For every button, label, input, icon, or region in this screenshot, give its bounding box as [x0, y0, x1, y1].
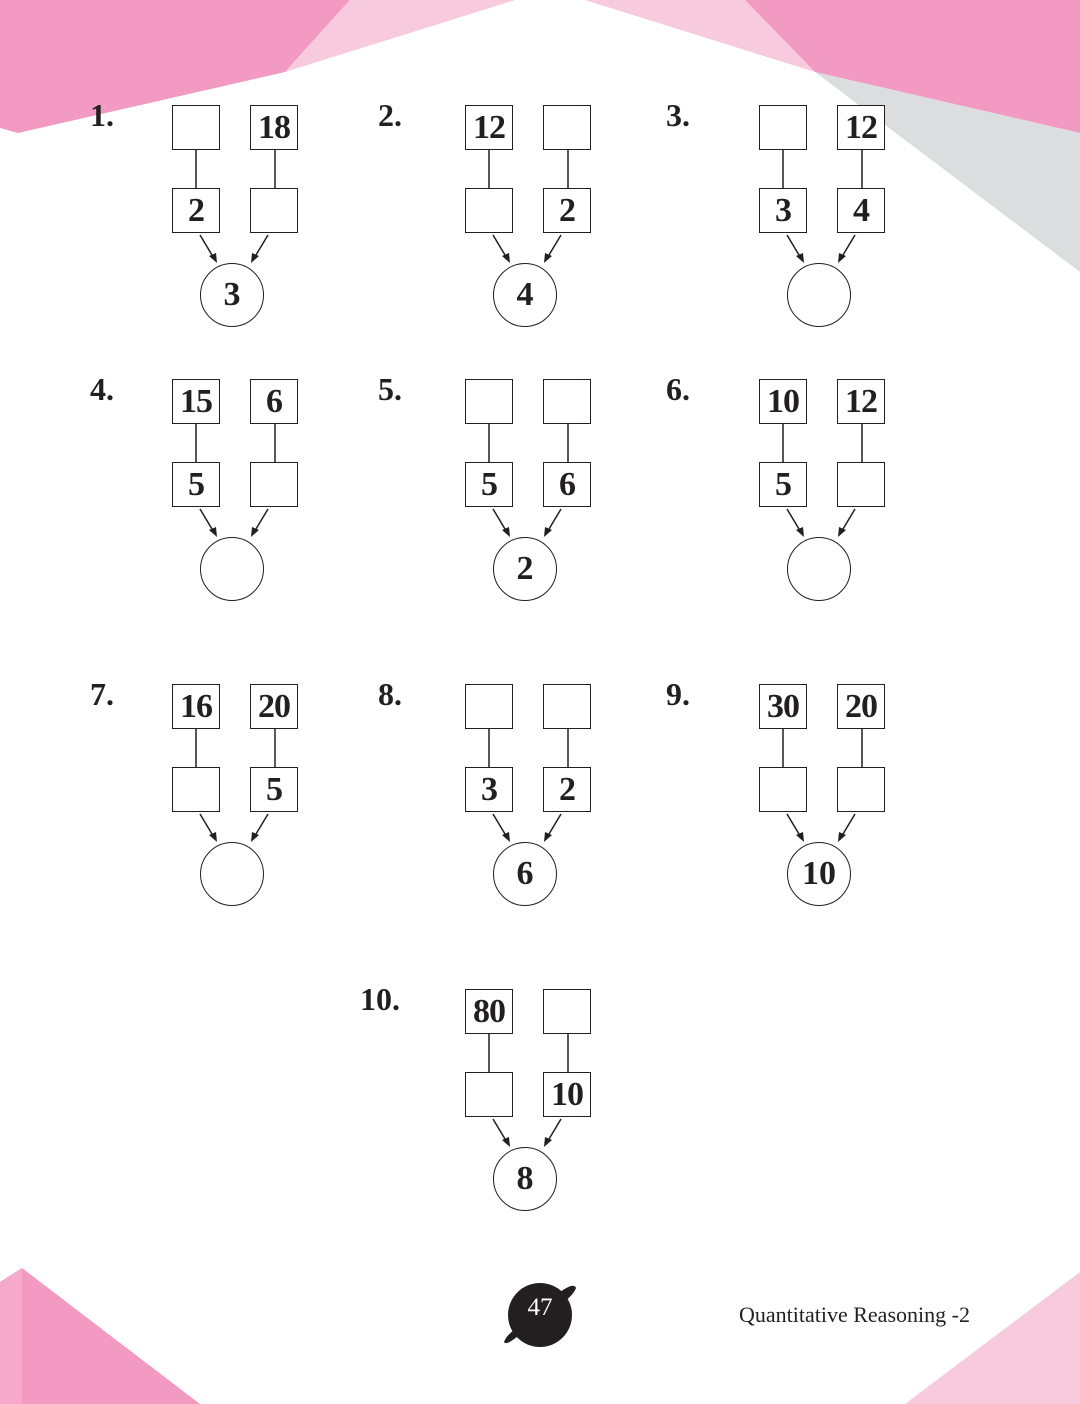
top-right-box[interactable]: 20 [250, 684, 298, 729]
problem-8: 8. 3 2 6 [378, 676, 593, 909]
problem-number: 9. [666, 676, 690, 712]
result-circle[interactable]: 4 [493, 263, 557, 327]
problem-number: 6. [666, 371, 690, 407]
page-number: 47 [527, 1294, 553, 1321]
bottom-right-box[interactable]: 4 [837, 188, 885, 233]
bottom-left-box[interactable]: 2 [172, 188, 220, 233]
top-right-box[interactable]: 12 [837, 105, 885, 150]
top-right-box[interactable] [543, 379, 591, 424]
top-left-box[interactable] [465, 684, 513, 729]
connector-lines [195, 424, 276, 537]
problem-7: 7. 16 20 5 [90, 676, 300, 909]
top-left-box[interactable]: 15 [172, 379, 220, 424]
bottom-left-box[interactable]: 5 [465, 462, 513, 507]
top-right-box[interactable]: 6 [250, 379, 298, 424]
bottom-left-box[interactable]: 5 [759, 462, 807, 507]
bottom-left-box[interactable] [759, 767, 807, 812]
connector-lines [488, 150, 569, 263]
connector-lines [782, 150, 863, 263]
bottom-right-box[interactable]: 5 [250, 767, 298, 812]
problem-5: 5. 5 6 2 [378, 371, 593, 604]
problem-10: 10. 80 10 8 [360, 981, 593, 1214]
bottom-left-box[interactable]: 3 [465, 767, 513, 812]
result-circle[interactable] [787, 537, 851, 601]
connector-lines [488, 1034, 569, 1147]
problem-number: 3. [666, 97, 690, 133]
problem-number: 2. [378, 97, 402, 133]
problem-4: 4. 15 6 5 [90, 371, 300, 604]
top-left-box[interactable]: 10 [759, 379, 807, 424]
corner-shape-bottom-right [905, 1272, 1080, 1404]
problem-9: 9. 30 20 10 [666, 676, 887, 909]
top-left-box[interactable] [759, 105, 807, 150]
problem-number: 4. [90, 371, 114, 407]
problem-6: 6. 10 12 5 [666, 371, 887, 604]
bottom-right-box[interactable] [837, 462, 885, 507]
result-circle[interactable] [200, 842, 264, 906]
bottom-left-box[interactable]: 5 [172, 462, 220, 507]
problem-number: 1. [90, 97, 114, 133]
corner-shape-bottom-left [0, 1268, 200, 1404]
connector-lines [782, 424, 863, 537]
top-right-box[interactable]: 20 [837, 684, 885, 729]
corner-shape-top-left [0, 0, 350, 133]
bottom-right-box[interactable]: 6 [543, 462, 591, 507]
top-right-box[interactable] [543, 684, 591, 729]
bottom-right-box[interactable]: 2 [543, 767, 591, 812]
top-left-box[interactable]: 30 [759, 684, 807, 729]
connector-lines [195, 150, 276, 263]
bottom-left-box[interactable]: 3 [759, 188, 807, 233]
result-circle[interactable]: 3 [200, 263, 264, 327]
problem-number: 5. [378, 371, 402, 407]
corner-shape-top-right [745, 0, 1080, 133]
top-left-box[interactable]: 12 [465, 105, 513, 150]
problem-number: 10. [360, 981, 400, 1017]
top-right-box[interactable]: 18 [250, 105, 298, 150]
result-circle[interactable] [200, 537, 264, 601]
bottom-right-box[interactable] [250, 188, 298, 233]
bottom-left-box[interactable] [172, 767, 220, 812]
connector-lines [195, 729, 276, 842]
connector-lines [488, 424, 569, 537]
top-right-box[interactable]: 12 [837, 379, 885, 424]
problem-1: 1. 18 2 3 [90, 97, 300, 330]
problem-2: 2. 12 2 4 [378, 97, 593, 330]
connector-lines [488, 729, 569, 842]
connector-lines [782, 729, 863, 842]
result-circle[interactable] [787, 263, 851, 327]
bottom-right-box[interactable] [837, 767, 885, 812]
result-circle[interactable]: 8 [493, 1147, 557, 1211]
corner-shape-top-right-light [585, 0, 815, 72]
problem-3: 3. 12 3 4 [666, 97, 887, 330]
bottom-left-box[interactable] [465, 188, 513, 233]
result-circle[interactable]: 2 [493, 537, 557, 601]
bottom-right-box[interactable]: 2 [543, 188, 591, 233]
problem-number: 8. [378, 676, 402, 712]
top-right-box[interactable] [543, 105, 591, 150]
page-number-badge [504, 1283, 576, 1347]
corner-shape-top-left-light [285, 0, 515, 72]
result-circle[interactable]: 10 [787, 842, 851, 906]
bottom-right-box[interactable] [250, 462, 298, 507]
top-left-box[interactable] [465, 379, 513, 424]
corner-shape-bottom-left-strip [0, 1268, 22, 1404]
bottom-right-box[interactable]: 10 [543, 1072, 591, 1117]
footer-title: Quantitative Reasoning -2 [739, 1302, 970, 1327]
top-left-box[interactable]: 16 [172, 684, 220, 729]
problem-number: 7. [90, 676, 114, 712]
bottom-left-box[interactable] [465, 1072, 513, 1117]
result-circle[interactable]: 6 [493, 842, 557, 906]
top-right-box[interactable] [543, 989, 591, 1034]
top-left-box[interactable]: 80 [465, 989, 513, 1034]
top-left-box[interactable] [172, 105, 220, 150]
